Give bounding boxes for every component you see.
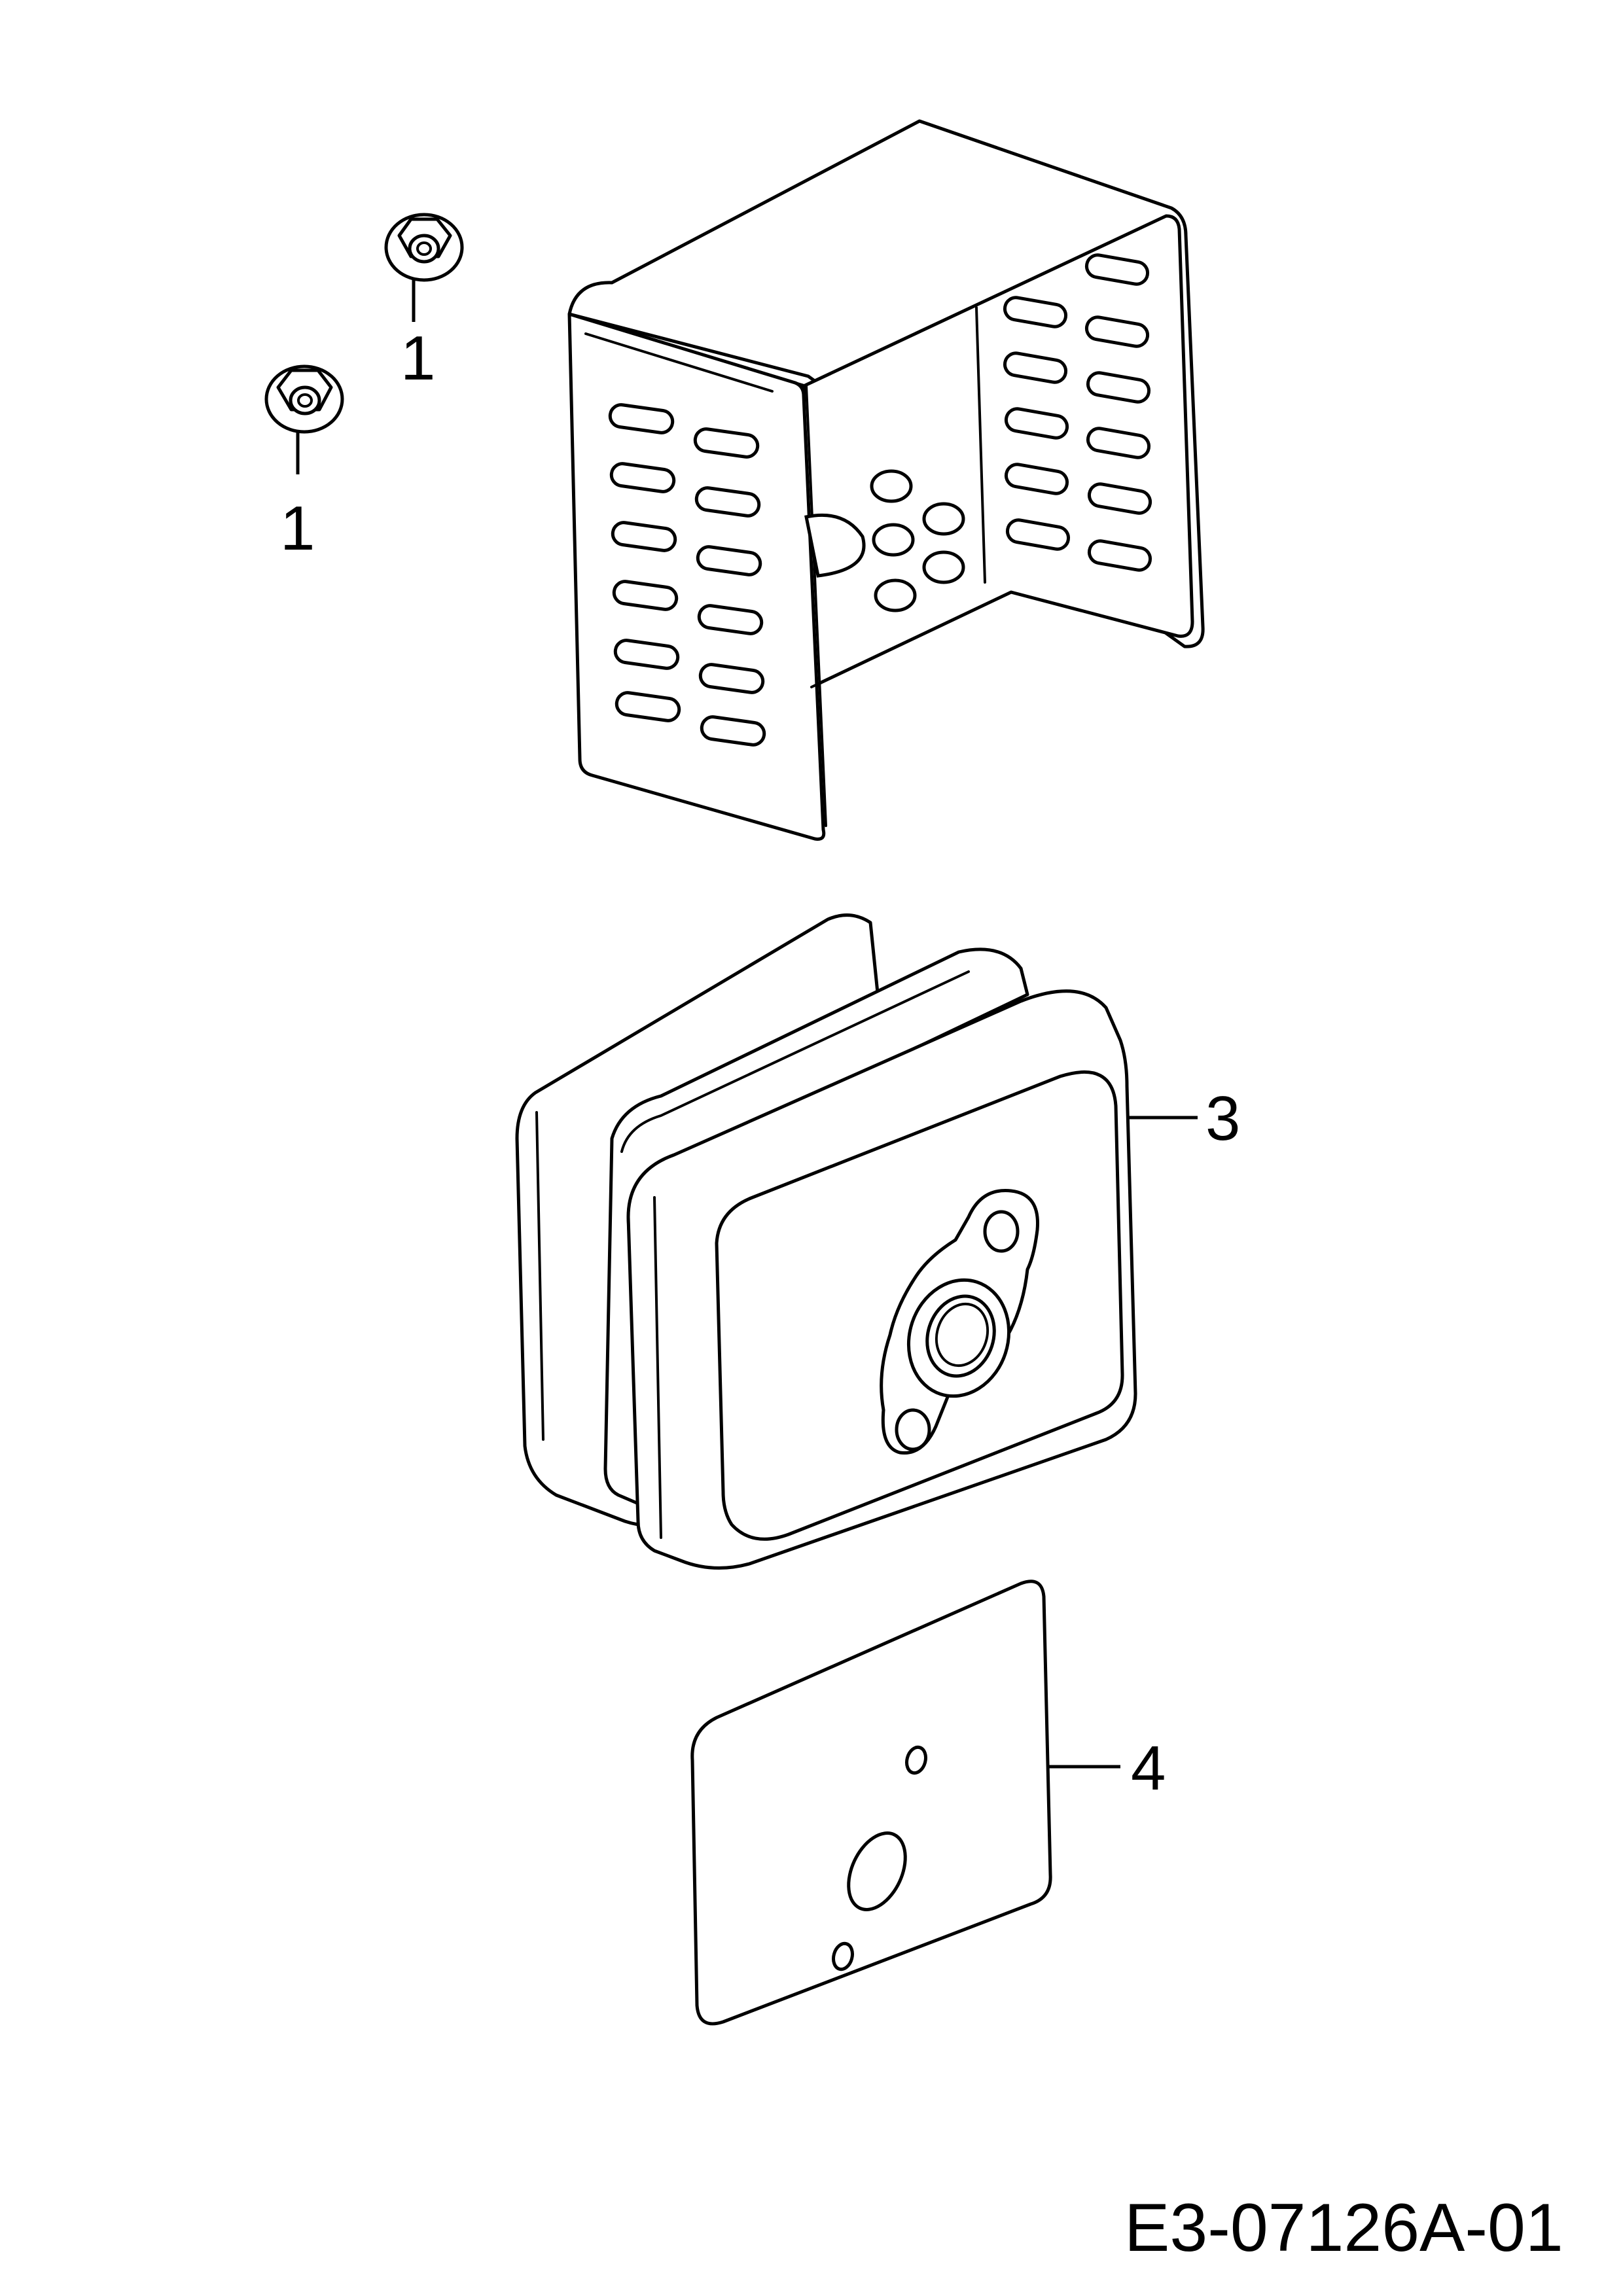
heat-shield[interactable] — [567, 119, 1205, 841]
muffler[interactable] — [515, 913, 1198, 1570]
heat-shield-slots-front — [608, 403, 766, 747]
gasket[interactable] — [690, 1580, 1120, 2026]
flange-nut-upper[interactable] — [384, 213, 464, 322]
callout-gasket: 4 — [1131, 1733, 1166, 1803]
callout-nut-upper: 1 — [401, 323, 435, 393]
flange-nut-lower[interactable] — [264, 364, 344, 474]
callout-nut-lower: 1 — [280, 493, 315, 563]
drawing-number: E3-07126A-01 — [1124, 2190, 1563, 2266]
heat-shield-slots-side — [1003, 253, 1152, 572]
callout-muffler: 3 — [1205, 1084, 1240, 1154]
